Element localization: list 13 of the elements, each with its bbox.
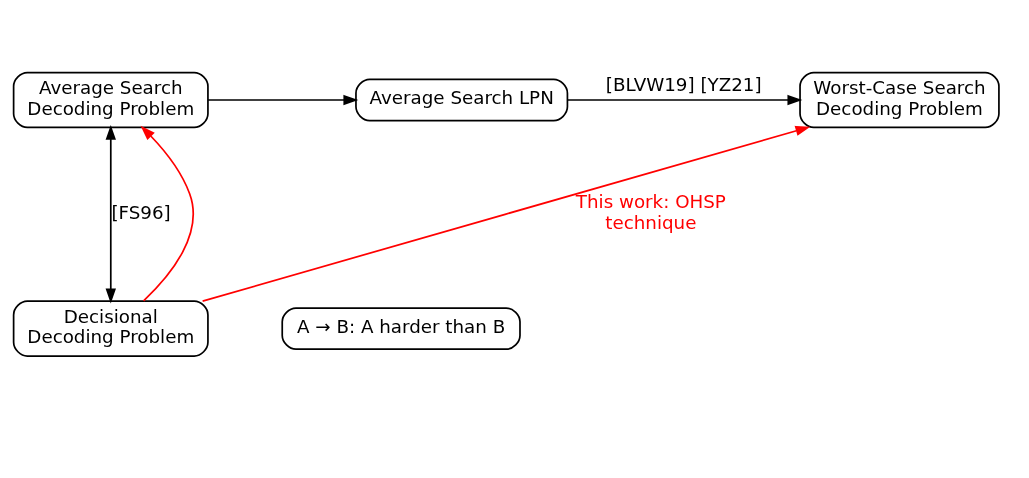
node-box: Average Search Decoding Problem — [12, 71, 209, 129]
arrow — [201, 125, 811, 302]
arrow — [207, 94, 359, 106]
node-box: A → B: A harder than B — [281, 307, 521, 351]
arrow — [105, 124, 116, 304]
node-box: Average Search LPN — [355, 78, 569, 122]
edge-label: This work: OHSP technique — [575, 191, 726, 233]
arrow — [140, 125, 195, 302]
node-box: Decisional Decoding Problem — [12, 300, 209, 357]
arrow — [566, 94, 803, 106]
edge-label: [FS96] — [111, 201, 171, 223]
node-box: Worst-Case Search Decoding Problem — [799, 71, 1000, 129]
edge-label: [BLVW19] [YZ21] — [605, 73, 762, 95]
